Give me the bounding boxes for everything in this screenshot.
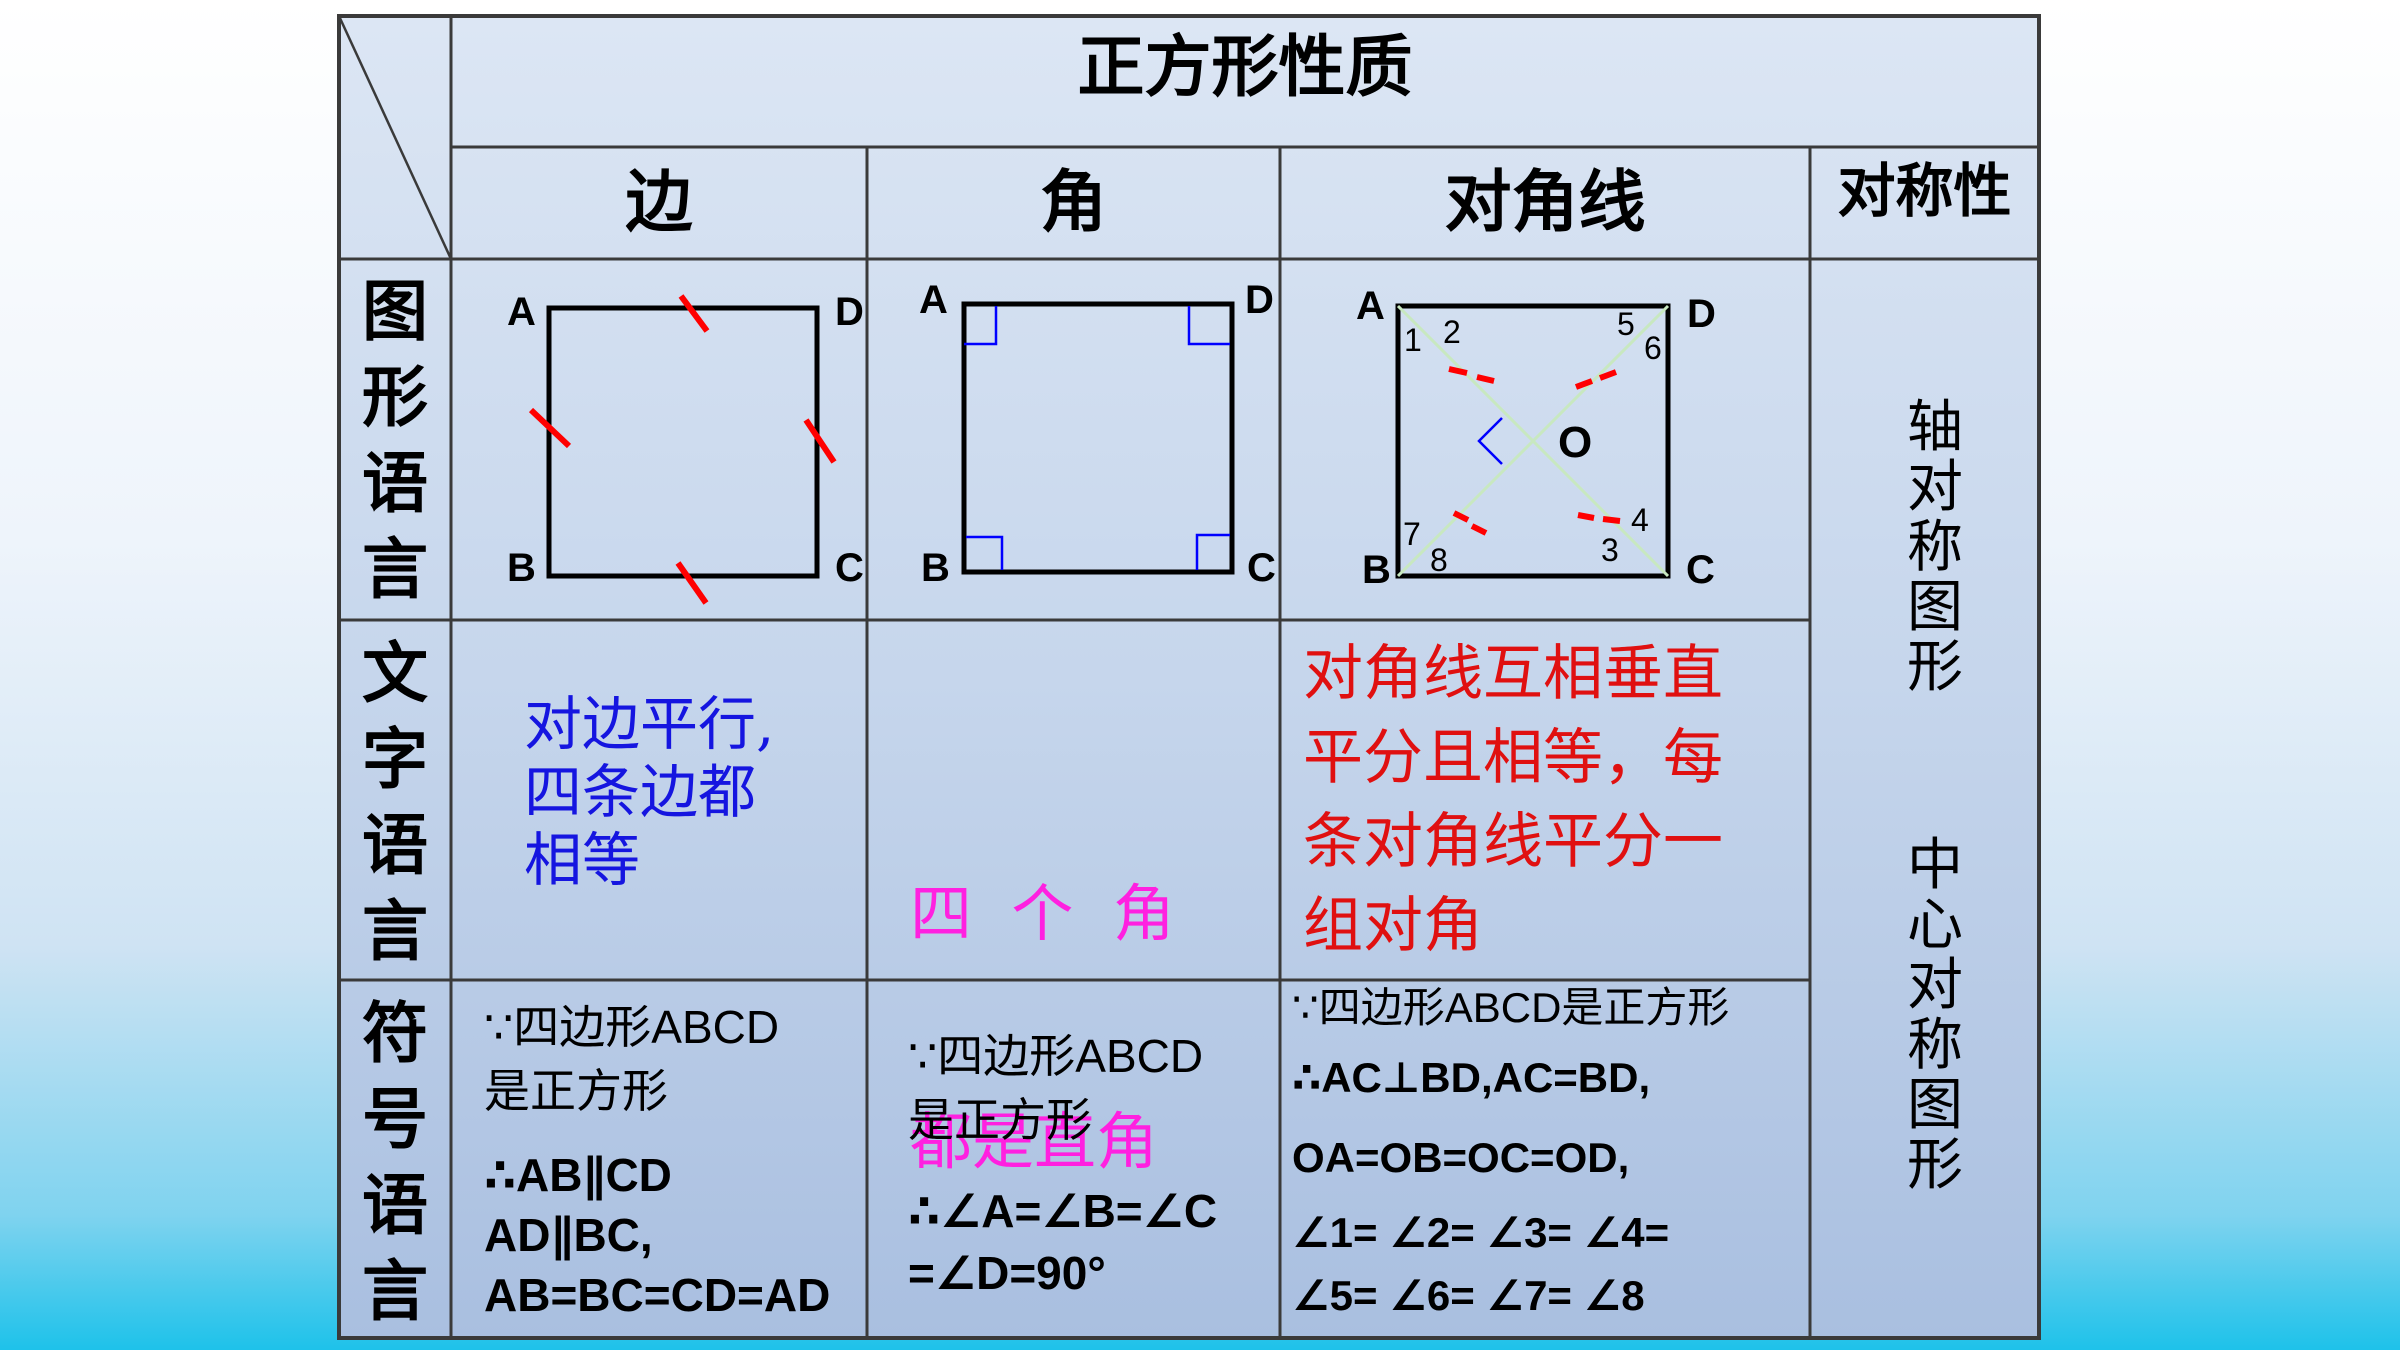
label-vertex-a: A bbox=[1356, 284, 1385, 328]
right-angle-mark-a bbox=[964, 306, 998, 346]
text-side-line-1: 对边平行, bbox=[524, 690, 775, 758]
symbol-diagonal: ∵四边形ABCD是正方形 ∴AC⊥BD,AC=BD, OA=OB=OC=OD, … bbox=[1292, 978, 1729, 1324]
label-vertex-c: C bbox=[835, 546, 864, 590]
text-diagonal-line-3: 条对角线平分一 bbox=[1303, 807, 1723, 877]
corner-diagonal bbox=[337, 15, 453, 260]
right-angle-mark-o bbox=[1477, 417, 1503, 465]
angle-number-5: 5 bbox=[1617, 306, 1635, 342]
label-vertex-d: D bbox=[835, 290, 864, 334]
symbol-diagonal-line-3: OA=OB=OC=OD, bbox=[1292, 1134, 1630, 1181]
tick-mark-bottom bbox=[675, 561, 709, 605]
symbol-side-line-3: ∴AB∥CD bbox=[484, 1149, 672, 1201]
symbol-angle-line-4: =∠D=90° bbox=[908, 1247, 1106, 1299]
diagonal-bd bbox=[1396, 304, 1670, 578]
symbol-side: ∵四边形ABCD 是正方形 ∴AB∥CD AD∥BC, AB=BC=CD=AD bbox=[484, 995, 830, 1325]
text-angle-line-1: 四 个 角 bbox=[910, 877, 1175, 950]
text-diagonal-line-1: 对角线互相垂直 bbox=[1303, 639, 1723, 709]
label-vertex-c: C bbox=[1686, 548, 1715, 592]
row-header-symbol: 符号语言 bbox=[362, 996, 428, 1328]
label-center-o: O bbox=[1558, 418, 1593, 467]
text-angle-line-2: 都是直角 bbox=[910, 1105, 1159, 1178]
table-title: 正方形性质 bbox=[1077, 30, 1413, 105]
figure-diagonal-square bbox=[1395, 303, 1671, 579]
tick-diag-3a bbox=[1452, 510, 1470, 523]
tick-mark-left bbox=[528, 407, 572, 449]
label-vertex-b: B bbox=[921, 546, 950, 590]
col-header-symmetry: 对称性 bbox=[1837, 159, 2012, 224]
right-angle-mark-d bbox=[1187, 306, 1230, 346]
tick-mark-right bbox=[803, 418, 837, 464]
right-angle-mark-c bbox=[1195, 533, 1230, 570]
angle-number-7: 7 bbox=[1403, 516, 1421, 552]
text-angle: 四 个 角 都是直角 bbox=[910, 724, 1175, 1256]
row-header-figure: 图形语言 bbox=[362, 274, 428, 606]
tick-mark-top bbox=[678, 294, 710, 333]
angle-number-4: 4 bbox=[1631, 502, 1649, 538]
symbol-angle: ∵四边形ABCD 是正方形 ∴∠A=∠B=∠C =∠D=90° bbox=[908, 1024, 1217, 1304]
text-diagonal: 对角线互相垂直 平分且相等，每 条对角线平分一 组对角 bbox=[1303, 632, 1723, 968]
text-side: 对边平行, 四条边都 相等 bbox=[524, 690, 774, 894]
angle-number-6: 6 bbox=[1644, 330, 1662, 366]
angle-number-1: 1 bbox=[1404, 322, 1422, 358]
label-vertex-b: B bbox=[1362, 548, 1391, 592]
label-vertex-b: B bbox=[507, 546, 536, 590]
tick-diag-4b bbox=[1602, 516, 1621, 524]
symbol-side-line-1: ∵四边形ABCD bbox=[484, 1001, 780, 1053]
tick-diag-1a bbox=[1448, 366, 1468, 376]
label-vertex-c: C bbox=[1247, 546, 1276, 590]
symbol-diagonal-line-2: ∴AC⊥BD,AC=BD, bbox=[1292, 1054, 1651, 1101]
text-diagonal-line-2: 平分且相等，每 bbox=[1303, 723, 1723, 793]
table-background bbox=[339, 16, 2039, 1338]
symbol-side-line-4: AD∥BC, bbox=[484, 1209, 653, 1261]
tick-diag-1b bbox=[1476, 374, 1495, 384]
col-header-angle: 角 bbox=[1040, 165, 1107, 240]
symbol-diagonal-line-5: ∠5= ∠6= ∠7= ∠8 bbox=[1292, 1272, 1645, 1319]
figure-angle-square bbox=[961, 301, 1235, 575]
text-diagonal-line-4: 组对角 bbox=[1303, 891, 1483, 961]
text-side-line-3: 相等 bbox=[524, 826, 641, 894]
angle-number-2: 2 bbox=[1443, 314, 1461, 350]
col-header-side: 边 bbox=[625, 165, 693, 240]
right-angle-mark-b bbox=[966, 535, 1004, 570]
tick-diag-4a bbox=[1577, 512, 1595, 521]
symbol-angle-line-2: 是正方形 bbox=[908, 1094, 1092, 1146]
symbol-side-line-2: 是正方形 bbox=[484, 1065, 668, 1117]
tick-diag-3b bbox=[1470, 523, 1488, 536]
symbol-diagonal-line-1: ∵四边形ABCD是正方形 bbox=[1292, 984, 1730, 1031]
tick-diag-2a bbox=[1574, 378, 1594, 390]
tick-diag-2b bbox=[1598, 369, 1618, 381]
angle-number-3: 3 bbox=[1601, 532, 1619, 568]
symbol-angle-line-1: ∵四边形ABCD bbox=[908, 1030, 1204, 1082]
angle-number-8: 8 bbox=[1430, 542, 1448, 578]
figure-side-square bbox=[528, 294, 837, 605]
symbol-diagonal-line-4: ∠1= ∠2= ∠3= ∠4= bbox=[1292, 1209, 1670, 1256]
label-vertex-d: D bbox=[1687, 292, 1716, 336]
label-vertex-d: D bbox=[1245, 278, 1274, 322]
text-side-line-2: 四条边都 bbox=[524, 758, 757, 826]
row-header-text: 文字语言 bbox=[362, 636, 428, 968]
label-vertex-a: A bbox=[919, 278, 948, 322]
symmetry-axis: 轴对称图形 bbox=[1907, 395, 1963, 700]
symmetry-center: 中心对称图形 bbox=[1907, 833, 1963, 1198]
symbol-angle-line-3: ∴∠A=∠B=∠C bbox=[908, 1185, 1218, 1237]
symbol-side-line-5: AB=BC=CD=AD bbox=[484, 1269, 831, 1321]
label-vertex-a: A bbox=[507, 290, 536, 334]
col-header-diagonal: 对角线 bbox=[1444, 165, 1646, 240]
